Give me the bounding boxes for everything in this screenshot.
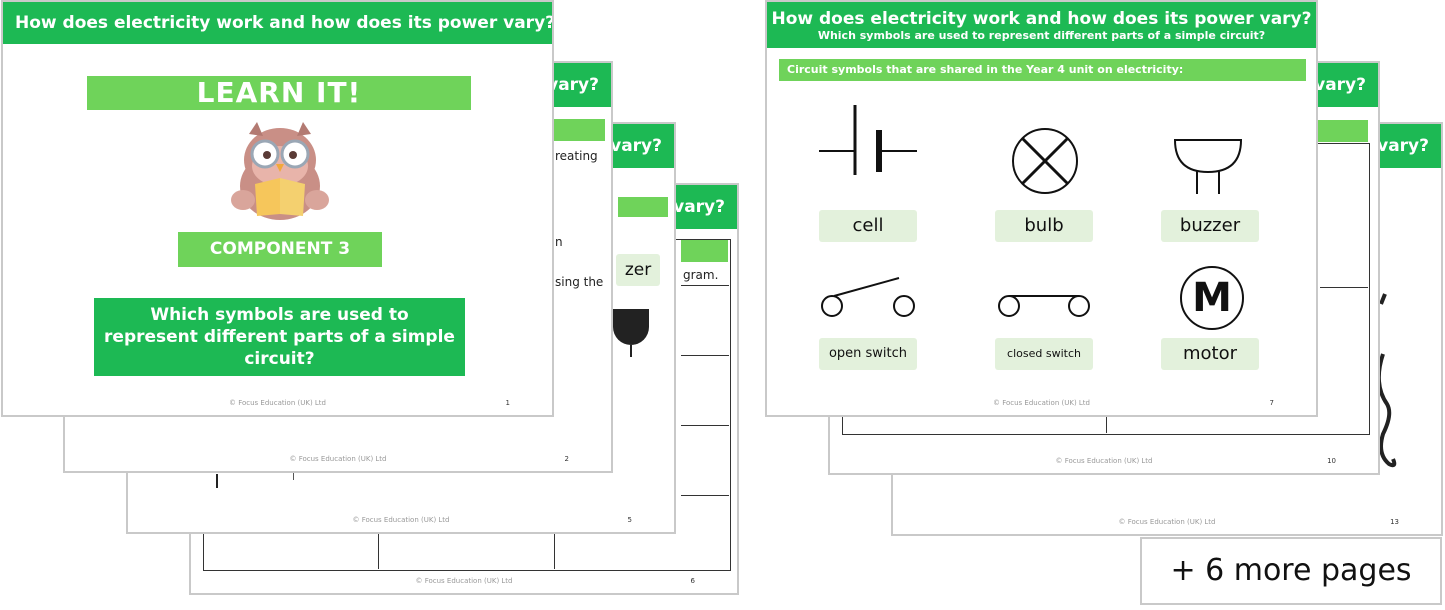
cell-symbol-icon — [819, 105, 917, 175]
slide-subtitle: Which symbols are used to represent diff… — [817, 29, 1266, 42]
page-number: 2 — [564, 455, 569, 463]
buzzer-leg — [630, 345, 632, 357]
text-snippet: sing the — [555, 275, 604, 289]
page-number: 10 — [1327, 457, 1336, 465]
table-row-line — [681, 285, 729, 286]
table-row-line — [681, 355, 729, 356]
header-tail: vary? — [610, 136, 662, 156]
symbol-label-text: closed switch — [1007, 347, 1081, 360]
slide-footer: © Focus Education (UK) Ltd — [228, 399, 326, 407]
symbol-label-closed-switch: closed switch — [995, 338, 1093, 370]
table-row-line — [681, 425, 729, 426]
page-number: 6 — [690, 577, 695, 585]
table-header-strip — [1316, 120, 1368, 142]
stroke-mark — [216, 474, 218, 488]
symbol-label-text: motor — [1182, 343, 1238, 364]
more-pages-badge: + 6 more pages — [1140, 537, 1442, 605]
slide-title: How does electricity work and how does i… — [3, 2, 552, 44]
page-number: 13 — [1390, 518, 1399, 526]
symbol-label-open-switch: open switch — [819, 338, 917, 370]
symbol-label-text: open switch — [828, 346, 908, 361]
label-chip: zer — [616, 254, 660, 286]
slide-footer: © Focus Education (UK) Ltd — [415, 577, 513, 585]
bulb-symbol-icon — [1012, 128, 1078, 194]
label-text: zer — [624, 260, 652, 280]
symbol-label-motor: motor — [1161, 338, 1259, 370]
text-snippet: reating — [555, 149, 598, 163]
header-tail: vary? — [673, 197, 725, 217]
closed-switch-symbol-icon — [998, 295, 1090, 317]
page-number: 5 — [627, 516, 632, 524]
header-tail: vary? — [1314, 75, 1366, 95]
slide-footer: © Focus Education (UK) Ltd — [992, 399, 1090, 407]
text-snippet: n — [555, 235, 563, 249]
question-box: Which symbols are used to represent diff… — [94, 298, 465, 376]
owl-reading-icon — [231, 122, 329, 220]
drawing-sketch — [1376, 293, 1397, 468]
green-bar — [618, 197, 668, 217]
shared-symbols-bar: Circuit symbols that are shared in the Y… — [779, 59, 1306, 81]
slide-footer: © Focus Education (UK) Ltd — [289, 455, 387, 463]
stroke-mark — [293, 472, 294, 480]
slide-page-7: How does electricity work and how does i… — [765, 0, 1318, 417]
symbol-label-text: cell — [852, 215, 884, 236]
motor-letter: M — [1192, 275, 1232, 321]
text-snippet: gram. — [683, 268, 719, 282]
table-col-line — [378, 515, 379, 569]
table-col-line — [554, 515, 555, 569]
slide-footer: © Focus Education (UK) Ltd — [1118, 518, 1216, 526]
slide-title: How does electricity work and how does i… — [771, 9, 1312, 29]
symbol-label-cell: cell — [819, 210, 917, 242]
symbol-label-text: bulb — [1024, 215, 1064, 236]
banner-text: LEARN IT! — [196, 76, 362, 109]
symbol-label-bulb: bulb — [995, 210, 1093, 242]
motor-symbol-icon: M — [1180, 266, 1244, 330]
component-text: COMPONENT 3 — [209, 239, 351, 259]
page-number: 7 — [1269, 399, 1274, 407]
bar-text: Circuit symbols that are shared in the Y… — [787, 63, 1184, 76]
open-switch-symbol-icon — [821, 277, 915, 317]
table-col-line — [1106, 413, 1107, 433]
component-label: COMPONENT 3 — [178, 232, 382, 267]
green-bar — [545, 119, 605, 141]
slide-footer: © Focus Education (UK) Ltd — [1055, 457, 1153, 465]
question-text: Which symbols are used to represent diff… — [104, 305, 455, 369]
slide-footer: © Focus Education (UK) Ltd — [352, 516, 450, 524]
slide-header: How does electricity work and how does i… — [767, 2, 1316, 48]
header-tail: vary? — [547, 75, 599, 95]
buzzer-image — [613, 309, 649, 345]
symbol-label-buzzer: buzzer — [1161, 210, 1259, 242]
header-tail: vary? — [1377, 136, 1429, 156]
more-pages-text: + 6 more pages — [1170, 553, 1412, 588]
table-row-line — [1320, 287, 1368, 288]
learn-it-banner: LEARN IT! — [87, 76, 471, 110]
page-number: 1 — [505, 399, 510, 407]
symbol-label-text: buzzer — [1179, 215, 1241, 236]
table-header-strip — [681, 240, 728, 262]
slide-page-1: How does electricity work and how does i… — [1, 0, 554, 417]
table-row-line — [681, 495, 729, 496]
buzzer-symbol-icon — [1173, 139, 1243, 194]
